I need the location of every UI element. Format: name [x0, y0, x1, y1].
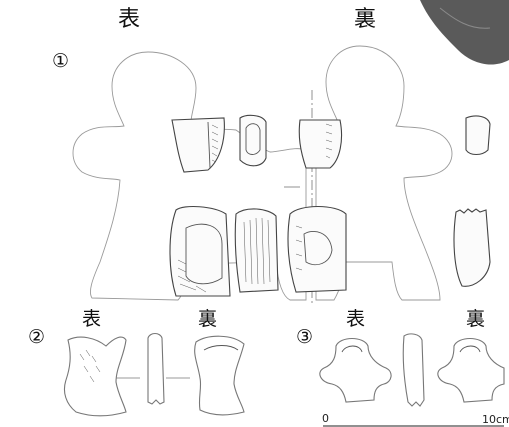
scale-label-zero: 0 — [322, 412, 329, 425]
sherd-front-head — [239, 114, 267, 167]
label-figure-2: ② — [28, 326, 46, 348]
sherd-front-left-lower — [169, 205, 231, 297]
figurine-2-side — [147, 332, 165, 405]
rock-texture — [420, 0, 509, 65]
figurine-3-back — [437, 337, 505, 403]
sherd-side-upper — [465, 115, 491, 156]
label-back-2: 裏 — [198, 308, 218, 330]
label-back-1: 裏 — [354, 7, 377, 32]
figurine-3-side — [402, 333, 425, 407]
scale-label-end: 10cm — [482, 413, 509, 426]
figurine-3-front — [319, 337, 392, 403]
figurine-2-back — [194, 335, 245, 416]
label-back-3: 裏 — [466, 308, 486, 330]
label-front-3: 表 — [346, 308, 366, 330]
label-front-1: 表 — [118, 7, 141, 32]
sherd-back-lower — [287, 206, 347, 293]
label-front-2: 表 — [82, 308, 102, 330]
sherd-front-shoulder — [171, 117, 225, 173]
figurine-2-front — [63, 336, 127, 417]
rock-highlight — [439, 7, 491, 29]
sherd-front-middle-lower — [234, 208, 279, 293]
sherd-back-shoulder — [298, 119, 343, 169]
sherd-side-lower — [453, 208, 491, 287]
label-figure-3: ③ — [296, 326, 314, 348]
label-figure-1: ① — [52, 50, 70, 72]
